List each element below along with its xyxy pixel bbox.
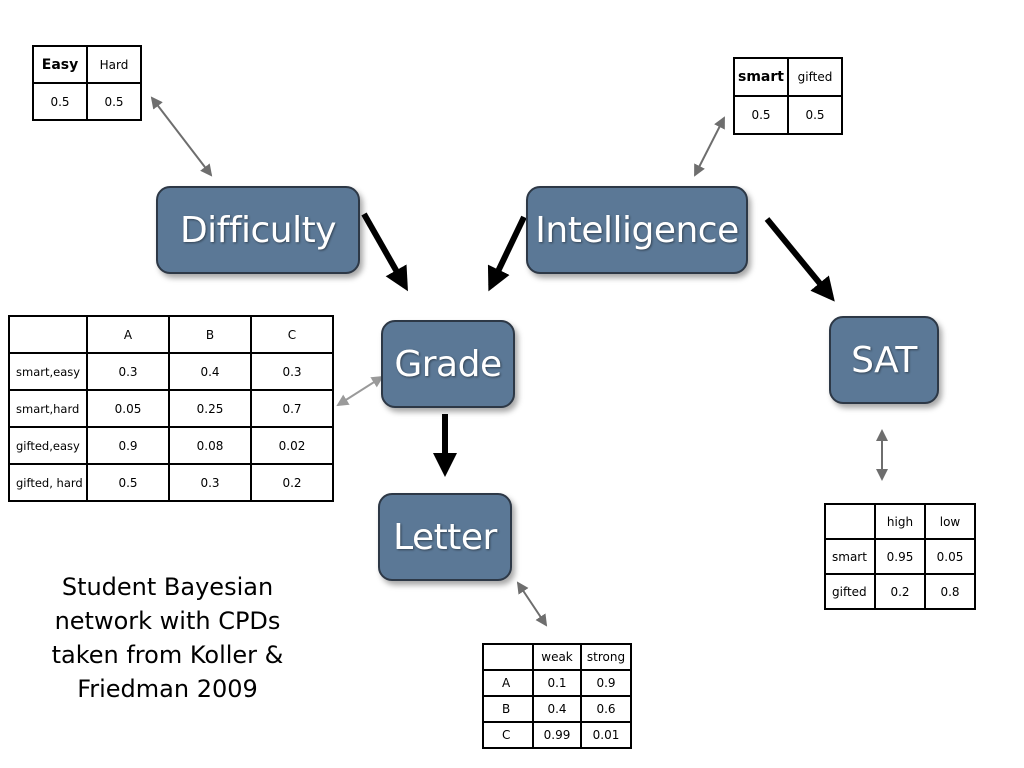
cpd-header-cell [824,503,876,540]
cpd-header-cell: smart [733,57,789,97]
cpd-value-cell: 0.5 [86,82,142,121]
cpd-row-label: A [482,669,534,697]
cpd-row-label: gifted [824,573,876,610]
cpd-value-cell: 0.2 [874,573,926,610]
node-intelligence-label: Intelligence [535,209,739,251]
cpd-value-cell: 0.05 [86,389,170,428]
cpd-value-cell: 0.3 [86,352,170,391]
cpd-value-cell: 0.5 [733,95,789,135]
cpd-header-cell: low [924,503,976,540]
cpd-value-row: 0.5 0.5 [733,95,843,135]
edge-intelligence-grade [487,215,527,292]
cpd-value-cell: 0.01 [580,721,632,749]
cpd-value-cell: 0.25 [168,389,252,428]
cpd-table-sat: high low smart 0.95 0.05 gifted 0.2 0.8 [824,503,976,610]
cpd-header-cell [482,643,534,671]
cpd-row: gifted, hard 0.5 0.3 0.2 [8,463,334,502]
cpd-header-cell: Easy [32,45,88,84]
node-letter-label: Letter [393,516,497,558]
cpd-value-cell: 0.6 [580,695,632,723]
cpd-row: gifted 0.2 0.8 [824,573,976,610]
cpd-value-cell: 0.08 [168,426,252,465]
link-grade-cpd [336,375,384,407]
cpd-row: A 0.1 0.9 [482,669,632,697]
cpd-header-cell: strong [580,643,632,671]
cpd-row: smart,hard 0.05 0.25 0.7 [8,389,334,428]
node-sat-label: SAT [851,339,917,381]
cpd-value-cell: 0.9 [86,426,170,465]
cpd-row-label: smart,hard [8,389,88,428]
cpd-row-label: C [482,721,534,749]
cpd-table-grade: A B C smart,easy 0.3 0.4 0.3 smart,hard … [8,315,334,502]
cpd-header-cell: C [250,315,334,354]
cpd-row: C 0.99 0.01 [482,721,632,749]
edge-intelligence-sat [764,217,835,302]
cpd-value-cell: 0.95 [874,538,926,575]
cpd-value-cell: 0.5 [32,82,88,121]
cpd-header-row: A B C [8,315,334,354]
cpd-row: B 0.4 0.6 [482,695,632,723]
cpd-header-cell: weak [532,643,582,671]
node-intelligence: Intelligence [526,186,748,274]
node-sat: SAT [829,316,939,404]
cpd-header-cell: A [86,315,170,354]
node-grade-label: Grade [394,343,502,385]
cpd-value-cell: 0.9 [580,669,632,697]
caption-line: taken from Koller & [51,641,284,669]
cpd-value-cell: 0.2 [250,463,334,502]
caption-line: Student Bayesian [61,573,274,601]
cpd-value-cell: 0.1 [532,669,582,697]
cpd-value-cell: 0.5 [86,463,170,502]
cpd-table-difficulty: Easy Hard 0.5 0.5 [32,45,142,121]
cpd-value-row: 0.5 0.5 [32,82,142,121]
caption-line: network with CPDs [54,607,281,635]
cpd-header-cell: Hard [86,45,142,84]
cpd-header-cell: high [874,503,926,540]
cpd-row-label: gifted, hard [8,463,88,502]
cpd-table-letter: weak strong A 0.1 0.9 B 0.4 0.6 C 0.99 0… [482,643,632,749]
caption-line: Friedman 2009 [77,675,258,703]
cpd-row: gifted,easy 0.9 0.08 0.02 [8,426,334,465]
cpd-row-label: smart,easy [8,352,88,391]
cpd-value-cell: 0.02 [250,426,334,465]
cpd-value-cell: 0.4 [168,352,252,391]
cpd-value-cell: 0.3 [250,352,334,391]
link-letter-cpd [516,581,548,627]
cpd-value-cell: 0.3 [168,463,252,502]
cpd-row: smart 0.95 0.05 [824,538,976,575]
cpd-row-label: gifted,easy [8,426,88,465]
link-difficulty-cpd [150,96,213,177]
cpd-value-cell: 0.99 [532,721,582,749]
node-grade: Grade [381,320,515,408]
cpd-value-cell: 0.7 [250,389,334,428]
node-difficulty: Difficulty [156,186,360,274]
cpd-header-cell: gifted [787,57,843,97]
cpd-value-cell: 0.5 [787,95,843,135]
cpd-row-label: smart [824,538,876,575]
node-difficulty-label: Difficulty [179,209,337,251]
cpd-value-cell: 0.4 [532,695,582,723]
link-intelligence-cpd [694,116,725,177]
diagram-caption: Student Bayesian network with CPDs taken… [30,570,305,706]
edge-difficulty-grade [361,212,408,292]
cpd-row-label: B [482,695,534,723]
cpd-header-cell: B [168,315,252,354]
cpd-value-cell: 0.8 [924,573,976,610]
cpd-header-row: smart gifted [733,57,843,97]
cpd-row: smart,easy 0.3 0.4 0.3 [8,352,334,391]
node-letter: Letter [378,493,512,581]
cpd-header-cell [8,315,88,354]
cpd-table-intelligence: smart gifted 0.5 0.5 [733,57,843,135]
cpd-header-row: Easy Hard [32,45,142,84]
cpd-header-row: weak strong [482,643,632,671]
cpd-header-row: high low [824,503,976,540]
cpd-value-cell: 0.05 [924,538,976,575]
